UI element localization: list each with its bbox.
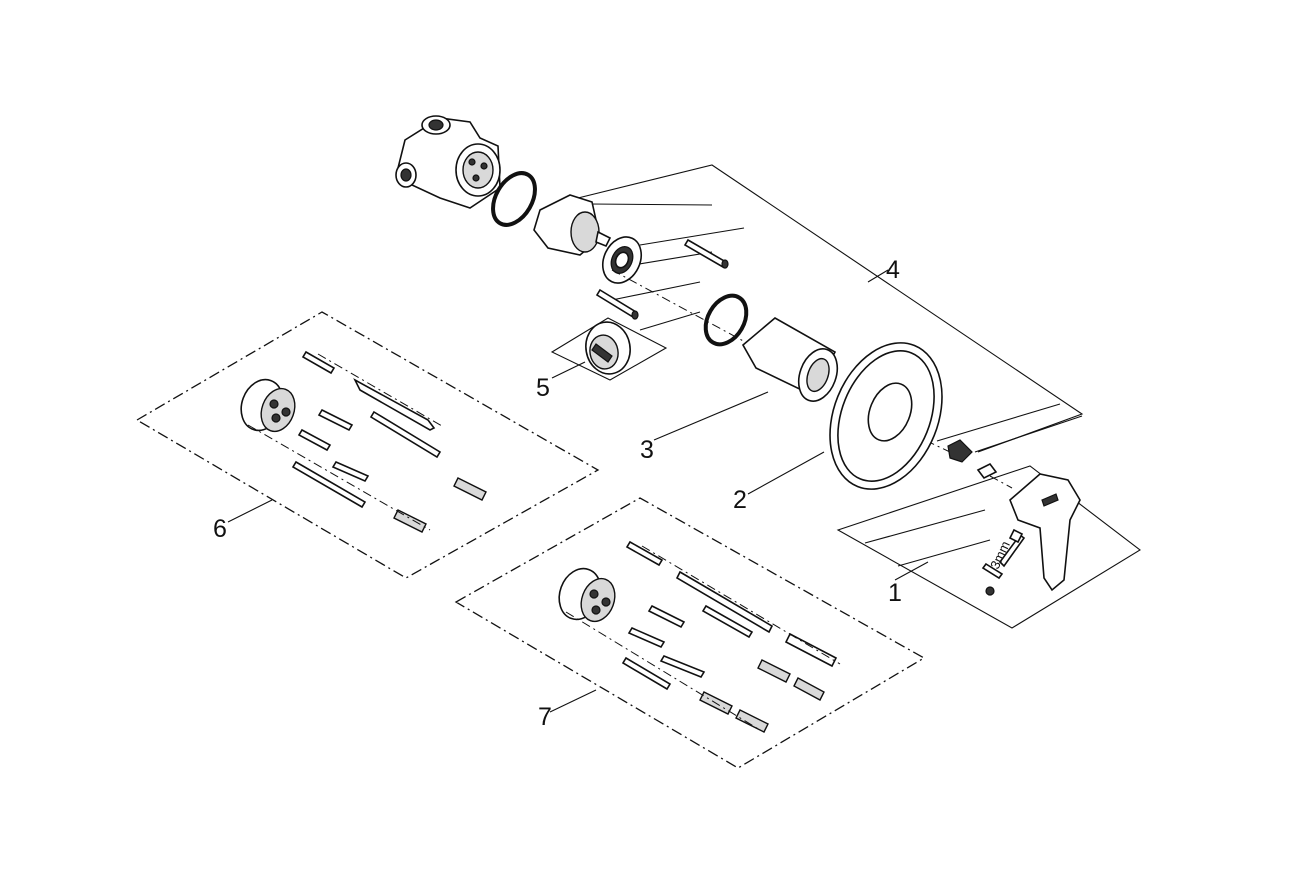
o-ring-medium <box>703 293 749 347</box>
locking-ring <box>601 236 643 284</box>
callout-4: 4 <box>886 256 900 284</box>
valve-body <box>395 115 501 209</box>
kit-7-box <box>454 497 926 769</box>
temperature-limiter <box>585 321 631 375</box>
kit-5-bracket <box>550 317 668 381</box>
long-screw-lower <box>595 288 639 320</box>
sleeve <box>741 317 839 402</box>
cartridge-assembly <box>533 194 612 256</box>
set-screw <box>976 462 998 480</box>
kit-4-bracket <box>577 164 1084 453</box>
kit-7-cartridge-disc <box>558 567 616 623</box>
kit-6-pins <box>247 350 487 533</box>
handle-adapter <box>947 439 973 463</box>
kit-6-box <box>135 311 600 579</box>
callout-7: 7 <box>538 703 552 731</box>
callout-1: 1 <box>888 579 902 607</box>
o-ring-large <box>491 171 537 227</box>
kit-1-bracket <box>836 465 1141 629</box>
hex-key <box>981 528 1026 596</box>
leader-lines <box>227 269 929 713</box>
escutcheon <box>829 342 943 490</box>
kit-6-cartridge-disc <box>240 378 296 433</box>
callout-5: 5 <box>536 374 550 402</box>
callout-2: 2 <box>733 486 747 514</box>
callout-6: 6 <box>213 515 227 543</box>
callout-3: 3 <box>640 436 654 464</box>
kit-7-pins <box>565 540 841 733</box>
lever-handle <box>1009 473 1081 592</box>
long-screw-upper <box>683 238 729 269</box>
